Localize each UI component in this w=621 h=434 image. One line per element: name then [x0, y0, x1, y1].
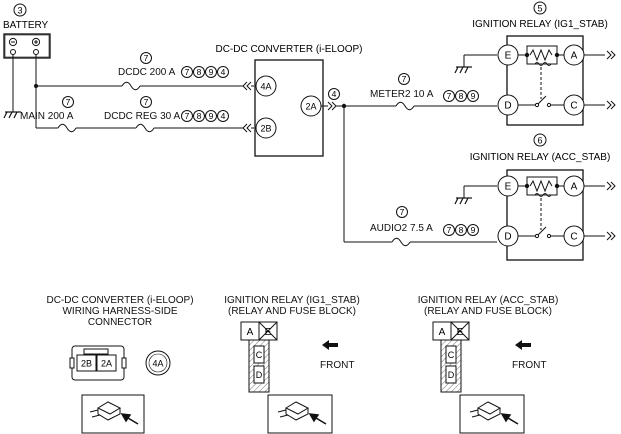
connector-location-sketch — [469, 401, 519, 425]
fuse-dcdcreg30-ref-0: 7 — [185, 111, 190, 121]
fuse-meter2-ref-0: 7 — [447, 91, 452, 101]
acc-pin-c: C — [448, 350, 455, 360]
connector-location-sketch — [89, 401, 139, 425]
fuse-dcdcreg30-ref-3: 4 — [221, 111, 226, 121]
battery-ground-icon — [3, 111, 21, 119]
battery-label: BATTERY — [3, 20, 49, 31]
dcdc-connector-title-3: CONNECTOR — [87, 317, 153, 328]
fuse-audio2-label: AUDIO2 7.5 A — [370, 223, 433, 234]
relay-acc-ground-icon — [454, 197, 472, 205]
acc-front-label: FRONT — [512, 360, 547, 371]
connector-location-sketch — [277, 401, 327, 425]
acc-connector-title-2: (RELAY AND FUSE BLOCK) — [424, 306, 552, 317]
ig1-connector-title-1: IGNITION RELAY (IG1_STAB) — [224, 295, 360, 306]
relay-acc: 6 IGNITION RELAY (ACC_STAB) E A D C — [454, 133, 616, 261]
fuse-dcdcreg30-top-ref: 7 — [144, 97, 149, 107]
dcdc-connector-pin-4a: 4A — [152, 359, 163, 369]
dcdc-converter-title: DC-DC CONVERTER (i-ELOOP) — [215, 44, 362, 55]
terminal-4a: 4A — [260, 82, 271, 92]
fuse-meter2-ref-2: 9 — [471, 91, 476, 101]
ig1-pin-d: D — [256, 370, 263, 380]
fuse-audio2-ref-0: 7 — [447, 225, 452, 235]
battery: 3 BATTERY — [3, 3, 51, 59]
ig1-pin-c: C — [256, 350, 263, 360]
relay-ig1-terminal-a: A — [571, 51, 578, 62]
relay-ig1-terminal-c: C — [570, 101, 577, 112]
battery-ref-number: 3 — [17, 6, 22, 16]
relay-ig1-ground-icon — [454, 66, 472, 74]
fuse-meter2-label: METER2 10 A — [370, 89, 434, 100]
fuse-dcdcreg30-label: DCDC REG 30 A — [104, 111, 181, 122]
fuse-meter2-top-ref: 7 — [402, 74, 407, 84]
relay-ig1-ref: 5 — [537, 4, 542, 14]
fuse-main200-top-ref: 7 — [66, 97, 71, 107]
ig1-front-label: FRONT — [320, 360, 355, 371]
relay-acc-terminal-a: A — [571, 182, 578, 193]
dcdc-connector-view: 2B 2A 4A — [69, 345, 171, 434]
dcdc-connector-pin-2a: 2A — [101, 359, 112, 369]
dcdc-connector-title-1: DC-DC CONVERTER (i-ELOOP) — [46, 295, 194, 306]
terminal-2a: 2A — [305, 102, 316, 112]
dcdc-converter: DC-DC CONVERTER (i-ELOOP) 4A 2B 2A — [215, 44, 363, 157]
fuse-main200-label: MAIN 200 A — [20, 111, 74, 122]
ig1-front-arrow-icon — [322, 340, 338, 350]
relay-ig1-terminal-e: E — [505, 51, 512, 62]
fuse-audio2-ref-1: 8 — [459, 225, 464, 235]
fuse-dcdc200-label: DCDC 200 A — [118, 67, 176, 78]
fuse-dcdcreg30-ref-1: 8 — [197, 111, 202, 121]
acc-pin-e: E — [457, 327, 464, 338]
fuse-audio2-top-ref: 7 — [400, 207, 405, 217]
fuse-meter2-ref-1: 8 — [459, 91, 464, 101]
relay-acc-terminal-e: E — [505, 182, 512, 193]
ig1-connector-title-2: (RELAY AND FUSE BLOCK) — [228, 306, 356, 317]
ig1-pin-a: A — [247, 327, 254, 338]
acc-pin-d: D — [448, 370, 455, 380]
dcdc-connector-pin-2b: 2B — [81, 359, 92, 369]
fuse-dcdc200-top-ref: 7 — [144, 53, 149, 63]
fuse-dcdc200-ref-2: 9 — [209, 67, 214, 77]
terminal-2b: 2B — [260, 124, 271, 134]
fuse-dcdc200-ref-0: 7 — [185, 67, 190, 77]
fuse-dcdc200-ref-3: 4 — [221, 67, 226, 77]
acc-connector-title-1: IGNITION RELAY (ACC_STAB) — [417, 295, 559, 306]
fuse-dcdc200-ref-1: 8 — [197, 67, 202, 77]
acc-front-arrow-icon — [515, 340, 531, 350]
relay-ig1-terminal-d: D — [504, 101, 511, 112]
junction-ref: 4 — [332, 89, 337, 99]
relay-ig1-title: IGNITION RELAY (IG1_STAB) — [472, 19, 608, 30]
ig1-pin-e: E — [265, 327, 272, 338]
fuse-dcdcreg30-ref-2: 9 — [209, 111, 214, 121]
relay-acc-title: IGNITION RELAY (ACC_STAB) — [470, 152, 611, 163]
acc-pin-a: A — [439, 327, 446, 338]
fuse-audio2-ref-2: 9 — [471, 225, 476, 235]
relay-acc-ref: 6 — [537, 136, 542, 146]
relay-acc-terminal-c: C — [570, 232, 577, 243]
converter-output-wiring — [321, 101, 497, 247]
dcdc-connector-title-2: WIRING HARNESS-SIDE — [62, 306, 178, 317]
relay-ig1: 5 IGNITION RELAY (IG1_STAB) E A D C — [454, 1, 616, 126]
battery-wiring — [12, 55, 254, 133]
relay-acc-terminal-d: D — [504, 232, 511, 243]
